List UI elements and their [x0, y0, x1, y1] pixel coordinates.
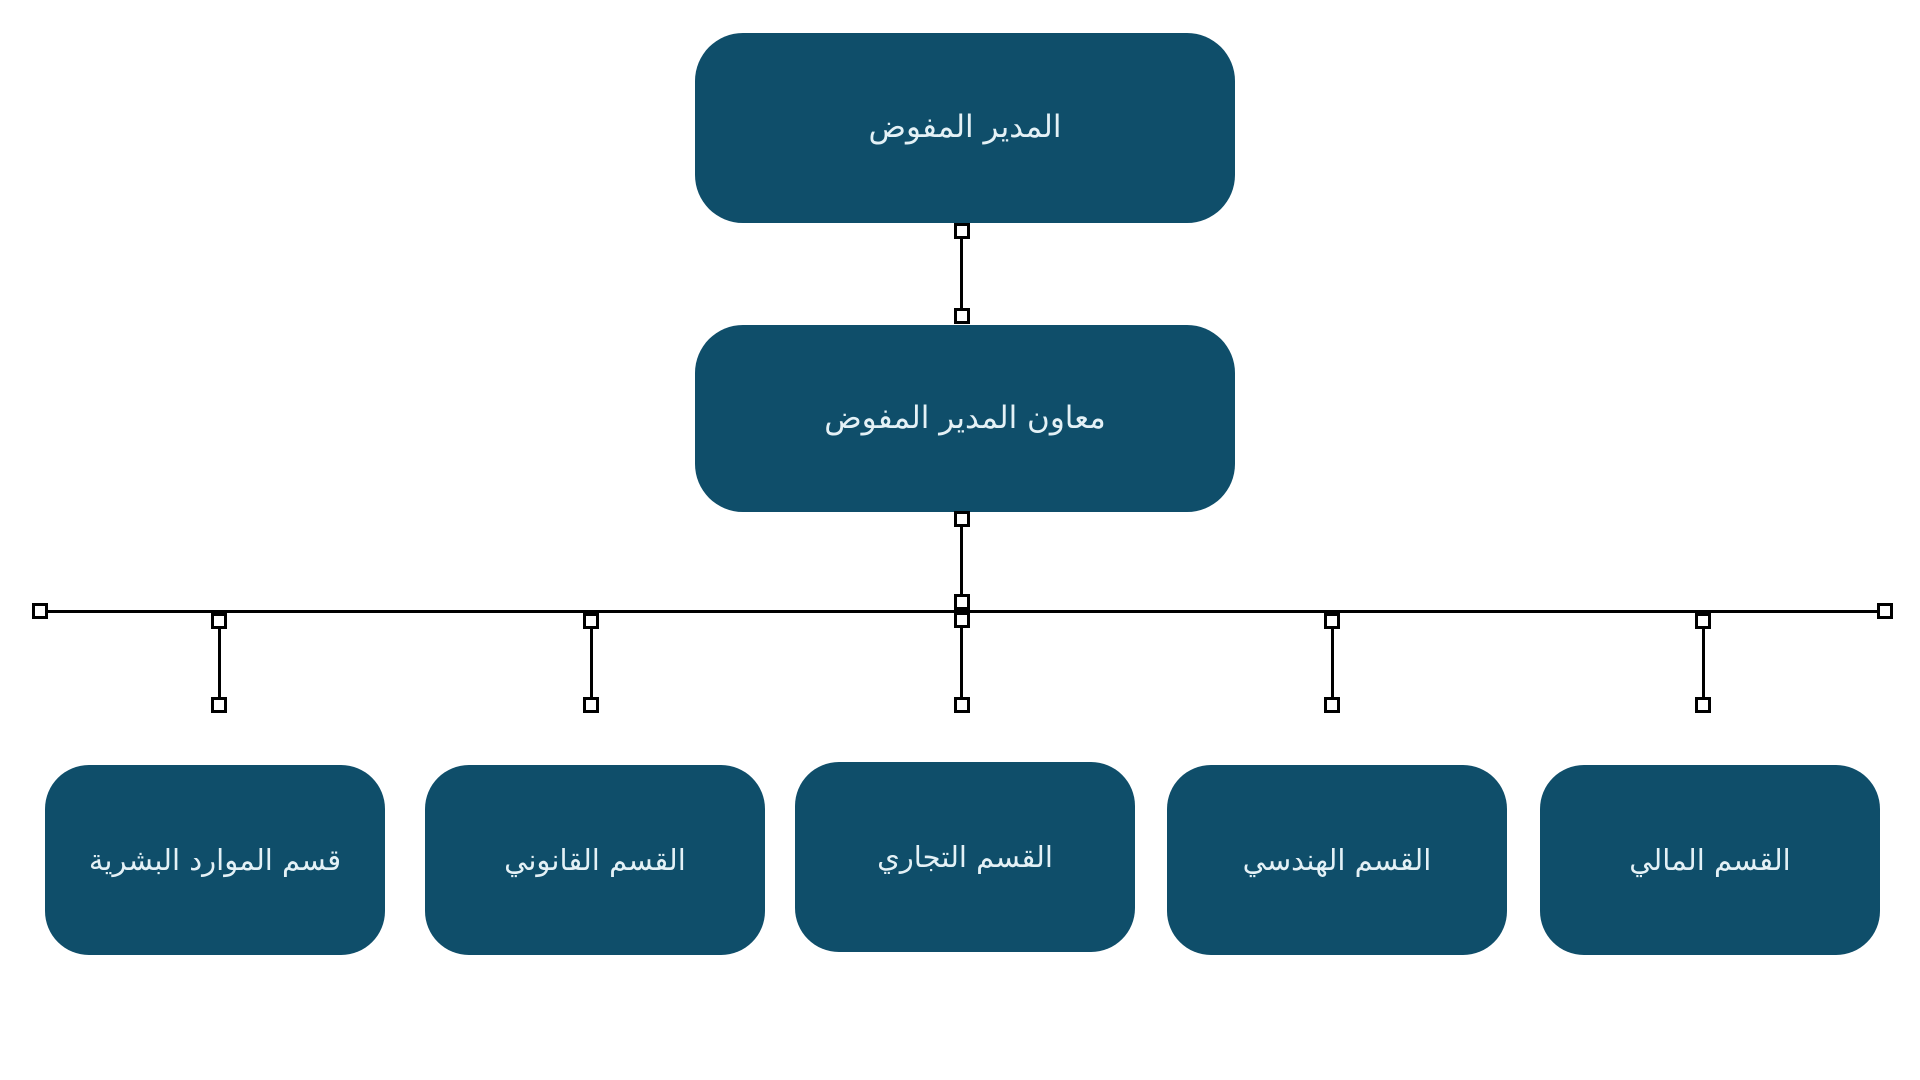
connector-endpoint-handle[interactable]	[583, 613, 599, 629]
node-legal-department[interactable]: القسم القانوني	[425, 765, 765, 955]
node-label: قسم الموارد البشرية	[88, 842, 342, 877]
connector-endpoint-handle[interactable]	[583, 697, 599, 713]
node-engineering-department[interactable]: القسم الهندسي	[1167, 765, 1507, 955]
node-label: معاون المدير المفوض	[824, 399, 1106, 436]
connector-endpoint-handle[interactable]	[954, 612, 970, 628]
connector-endpoint-handle[interactable]	[211, 613, 227, 629]
node-label: القسم الهندسي	[1242, 842, 1432, 877]
connector-bus-to-commercial[interactable]	[960, 614, 963, 705]
connector-assistant-to-bus[interactable]	[960, 512, 963, 612]
connector-endpoint-handle[interactable]	[211, 697, 227, 713]
connector-bus-to-financial[interactable]	[1702, 612, 1705, 705]
connector-endpoint-handle[interactable]	[32, 603, 48, 619]
node-label: القسم المالي	[1629, 842, 1791, 877]
connector-endpoint-handle[interactable]	[954, 511, 970, 527]
connector-endpoint-handle[interactable]	[954, 223, 970, 239]
node-financial-department[interactable]: القسم المالي	[1540, 765, 1880, 955]
connector-endpoint-handle[interactable]	[1695, 613, 1711, 629]
connector-bus-to-hr[interactable]	[218, 612, 221, 705]
connector-endpoint-handle[interactable]	[1877, 603, 1893, 619]
connector-endpoint-handle[interactable]	[954, 594, 970, 610]
connector-bus-line[interactable]	[40, 610, 1885, 613]
connector-director-to-assistant[interactable]	[960, 224, 963, 318]
connector-bus-to-engineering[interactable]	[1331, 612, 1334, 705]
node-assistant-managing-director[interactable]: معاون المدير المفوض	[695, 325, 1235, 512]
connector-endpoint-handle[interactable]	[954, 308, 970, 324]
node-label: القسم التجاري	[877, 839, 1053, 874]
connector-endpoint-handle[interactable]	[1695, 697, 1711, 713]
node-label: القسم القانوني	[504, 842, 686, 877]
node-commercial-department[interactable]: القسم التجاري	[795, 762, 1135, 952]
node-managing-director[interactable]: المدير المفوض	[695, 33, 1235, 223]
connector-endpoint-handle[interactable]	[954, 697, 970, 713]
connector-endpoint-handle[interactable]	[1324, 613, 1340, 629]
node-label: المدير المفوض	[868, 109, 1062, 146]
connector-bus-to-legal[interactable]	[590, 612, 593, 705]
node-hr-department[interactable]: قسم الموارد البشرية	[45, 765, 385, 955]
connector-endpoint-handle[interactable]	[1324, 697, 1340, 713]
